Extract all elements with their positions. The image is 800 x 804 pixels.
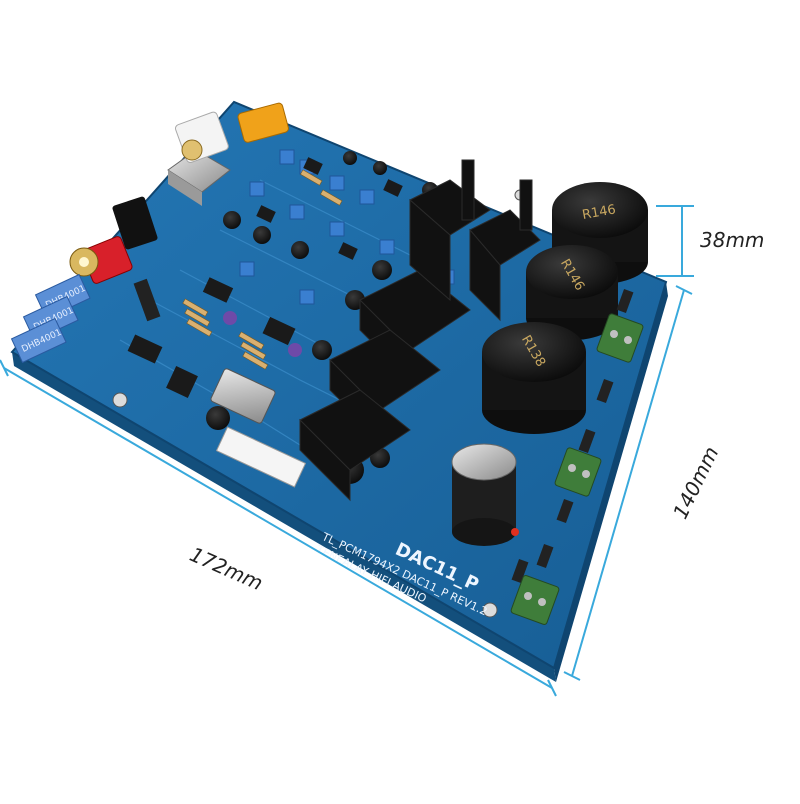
ic-chip [202, 277, 234, 303]
pcb-edge-right [554, 282, 668, 682]
heatsinks [299, 159, 541, 502]
ic-chip [383, 179, 403, 197]
wima-capacitors: DHB4001 DHB4001 DHB4001 [10, 273, 91, 364]
coax-jack-orange [237, 102, 289, 143]
terminal-blocks [510, 313, 644, 625]
mounting-hole [112, 392, 128, 408]
optical-connector [112, 196, 158, 250]
large-capacitor-3: R138 [482, 322, 586, 434]
large-capacitor-2: R146 [526, 245, 618, 340]
ic-chip [338, 242, 358, 260]
mounting-hole [482, 602, 498, 618]
dimension-height-label: 38mm [700, 228, 765, 252]
cap-label-1: R146 [581, 202, 617, 223]
ic-chip [262, 316, 296, 346]
dimension-lines [0, 205, 694, 697]
silver-capacitor [451, 443, 517, 546]
header-connector [215, 426, 307, 488]
crystal-oscillator [210, 368, 276, 424]
ic-chip [127, 334, 163, 364]
ic-chip [256, 205, 276, 223]
led-red [511, 528, 519, 536]
pcb-edge [12, 352, 556, 682]
ic-chip [303, 157, 323, 175]
ic-chip [166, 366, 198, 398]
